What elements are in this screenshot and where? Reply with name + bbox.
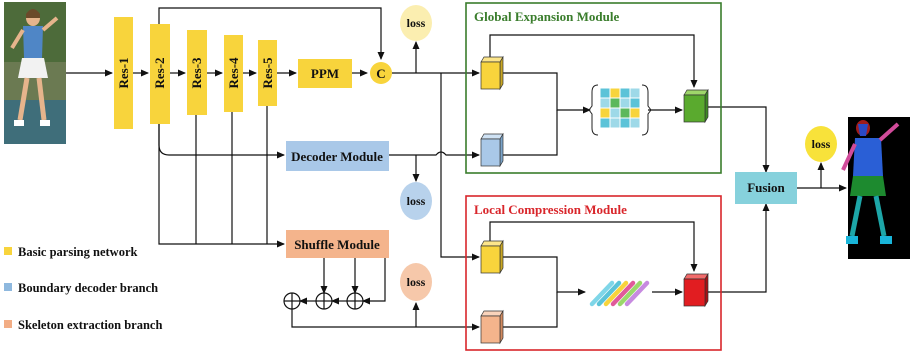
legend-label: Skeleton extraction branch <box>18 318 162 332</box>
loss-label: loss <box>407 16 426 30</box>
compressed-feature-stripes <box>589 280 650 307</box>
loss-node-decoder: loss <box>400 182 432 220</box>
fusion-label: Fusion <box>747 180 785 195</box>
legend-item-skeleton-extraction: Skeleton extraction branch <box>4 318 162 332</box>
legend: Basic parsing network Boundary decoder b… <box>4 245 162 332</box>
concat-node: C <box>370 62 392 84</box>
sum-node-2 <box>315 292 333 310</box>
loss-label: loss <box>407 275 426 289</box>
res-5-label: Res-5 <box>260 57 275 89</box>
res-5-block: Res-5 <box>258 40 277 106</box>
res-2-label: Res-2 <box>152 57 167 88</box>
global-feature-cube-yellow <box>480 55 504 91</box>
local-feature-cube-yellow <box>480 239 504 275</box>
res-2-block: Res-2 <box>150 24 170 124</box>
shuffle-module-label: Shuffle Module <box>294 237 380 252</box>
concat-label: C <box>376 66 385 81</box>
local-compression-module: Local Compression Module <box>465 195 722 351</box>
local-output-cube-red <box>683 272 709 308</box>
res-4-block: Res-4 <box>224 35 243 112</box>
shuffle-module: Shuffle Module <box>286 230 389 258</box>
global-output-cube-green <box>683 88 709 124</box>
loss-node-shuffle: loss <box>400 263 432 301</box>
sum-node-3 <box>346 292 364 310</box>
decoder-module: Decoder Module <box>286 141 389 171</box>
ppm-block: PPM <box>298 59 352 88</box>
loss-node-concat: loss <box>400 5 432 41</box>
input-image <box>4 2 66 144</box>
legend-item-boundary-decoder: Boundary decoder branch <box>4 281 158 295</box>
global-module-title: Global Expansion Module <box>474 9 619 24</box>
decoder-module-label: Decoder Module <box>291 149 383 164</box>
res-4-label: Res-4 <box>226 57 241 89</box>
ppm-label: PPM <box>311 66 339 81</box>
output-parsing-image <box>841 117 910 259</box>
legend-label: Basic parsing network <box>18 245 138 259</box>
connectors <box>66 7 847 331</box>
legend-label: Boundary decoder branch <box>18 281 158 295</box>
global-expansion-module: Global Expansion Module <box>465 2 722 174</box>
global-feature-cube-blue <box>480 132 504 168</box>
loss-node-fusion: loss <box>805 126 837 162</box>
res-1-label: Res-1 <box>116 57 131 88</box>
sum-node-1 <box>283 292 301 310</box>
local-feature-cube-orange <box>480 309 504 345</box>
attention-matrix <box>588 84 652 136</box>
res-1-block: Res-1 <box>114 17 133 129</box>
local-module-title: Local Compression Module <box>474 202 627 217</box>
res-3-label: Res-3 <box>189 57 204 89</box>
fusion-block: Fusion <box>735 172 797 204</box>
loss-label: loss <box>812 137 831 151</box>
res-3-block: Res-3 <box>187 30 207 115</box>
legend-item-basic-parsing: Basic parsing network <box>4 245 138 259</box>
loss-label: loss <box>407 194 426 208</box>
